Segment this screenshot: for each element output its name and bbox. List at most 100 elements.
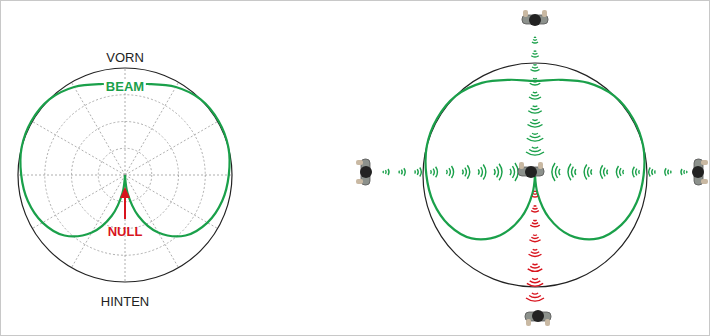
wave-arc	[622, 170, 624, 174]
wave-arc	[433, 169, 434, 176]
wave-arc	[499, 164, 502, 181]
wave-arc	[600, 165, 602, 179]
wave-arc	[532, 81, 539, 82]
sound-waves	[526, 37, 544, 155]
sound-waves	[383, 163, 518, 181]
wave-arc	[667, 170, 669, 175]
wave-arc	[530, 281, 541, 283]
wave-arc	[531, 95, 539, 96]
polar-plot	[423, 63, 647, 287]
grid-spoke	[18, 175, 125, 176]
direction-label: VORN	[104, 51, 146, 64]
wave-arc	[436, 167, 438, 178]
direction-label: HINTEN	[99, 295, 151, 308]
wave-arc	[527, 138, 544, 141]
wave-arc	[530, 266, 539, 268]
wave-arc	[652, 169, 653, 175]
wave-arc	[532, 223, 538, 224]
wave-arc	[532, 119, 537, 121]
wave-arc	[559, 169, 560, 175]
polar-plot	[18, 68, 232, 282]
wave-arc	[532, 67, 538, 68]
wave-arc	[449, 168, 450, 176]
wave-arc	[590, 169, 592, 174]
wave-arc	[530, 136, 541, 138]
wave-arc	[532, 196, 538, 197]
wave-arc	[529, 240, 540, 242]
null-arrow	[124, 196, 126, 219]
wave-arc	[531, 252, 539, 253]
person-icon	[518, 162, 544, 178]
wave-arc	[532, 133, 538, 134]
sound-waves	[526, 191, 544, 301]
wave-arc	[382, 171, 384, 173]
wave-arc	[584, 165, 587, 180]
wave-arc	[533, 64, 536, 66]
wave-arc	[510, 169, 511, 175]
polar-pattern	[426, 80, 645, 239]
wave-arc	[527, 283, 543, 286]
person-icon	[525, 310, 551, 326]
wave-arc	[417, 169, 418, 175]
wave-arc	[534, 50, 537, 52]
wave-arc	[588, 167, 590, 177]
wave-arc	[528, 125, 543, 128]
wave-arc	[683, 170, 685, 174]
wave-arc	[654, 170, 656, 173]
wave-arc	[401, 170, 403, 175]
wave-arc	[649, 168, 651, 177]
person-icon	[522, 10, 548, 26]
wave-arc	[633, 167, 635, 178]
wave-arc	[529, 150, 541, 152]
polar-pattern	[20, 84, 229, 236]
wave-arc	[533, 234, 537, 236]
wave-arc	[575, 169, 576, 175]
wave-arc	[483, 165, 486, 180]
wave-arc	[529, 296, 541, 298]
outer-circle	[423, 63, 647, 287]
person-icon	[356, 159, 372, 185]
wave-arc	[513, 166, 515, 178]
sound-waves	[552, 163, 687, 181]
wave-arc	[568, 164, 571, 181]
wave-arc	[638, 170, 640, 174]
wave-arc	[414, 170, 416, 173]
grid-spoke	[125, 122, 218, 176]
grid-spoke	[72, 175, 126, 268]
outer-circle	[18, 68, 232, 282]
wave-arc	[465, 168, 467, 177]
wave-arc	[529, 254, 542, 256]
wave-arc	[681, 169, 682, 175]
grid-spoke	[32, 122, 125, 176]
wave-arc	[532, 278, 538, 280]
wave-arc	[528, 269, 543, 272]
wave-arc	[533, 105, 538, 107]
grid-spoke	[125, 82, 179, 175]
grid-spoke	[125, 175, 179, 268]
wave-arc	[532, 207, 537, 209]
wave-arc	[665, 168, 666, 176]
wave-arc	[531, 211, 539, 212]
wave-arc	[534, 205, 537, 207]
grid-spoke	[72, 82, 126, 175]
wave-arc	[531, 70, 540, 72]
wave-arc	[452, 166, 454, 178]
wave-arc	[497, 167, 499, 178]
wave-arc	[552, 163, 555, 181]
wave-arc	[385, 170, 387, 174]
wave-arc	[533, 193, 537, 195]
wave-arc	[534, 190, 536, 192]
wave-arc	[555, 166, 557, 178]
wave-arc	[481, 167, 483, 177]
beam-label: BEAM	[104, 80, 146, 93]
wave-arc	[526, 152, 544, 155]
null-label: NULL	[106, 225, 145, 238]
wave-arc	[532, 293, 538, 294]
wave-arc	[616, 166, 618, 178]
wave-arc	[534, 36, 536, 38]
grid-spoke	[32, 175, 125, 229]
wave-arc	[686, 171, 688, 173]
wave-arc	[530, 225, 539, 227]
wave-arc	[606, 170, 608, 175]
